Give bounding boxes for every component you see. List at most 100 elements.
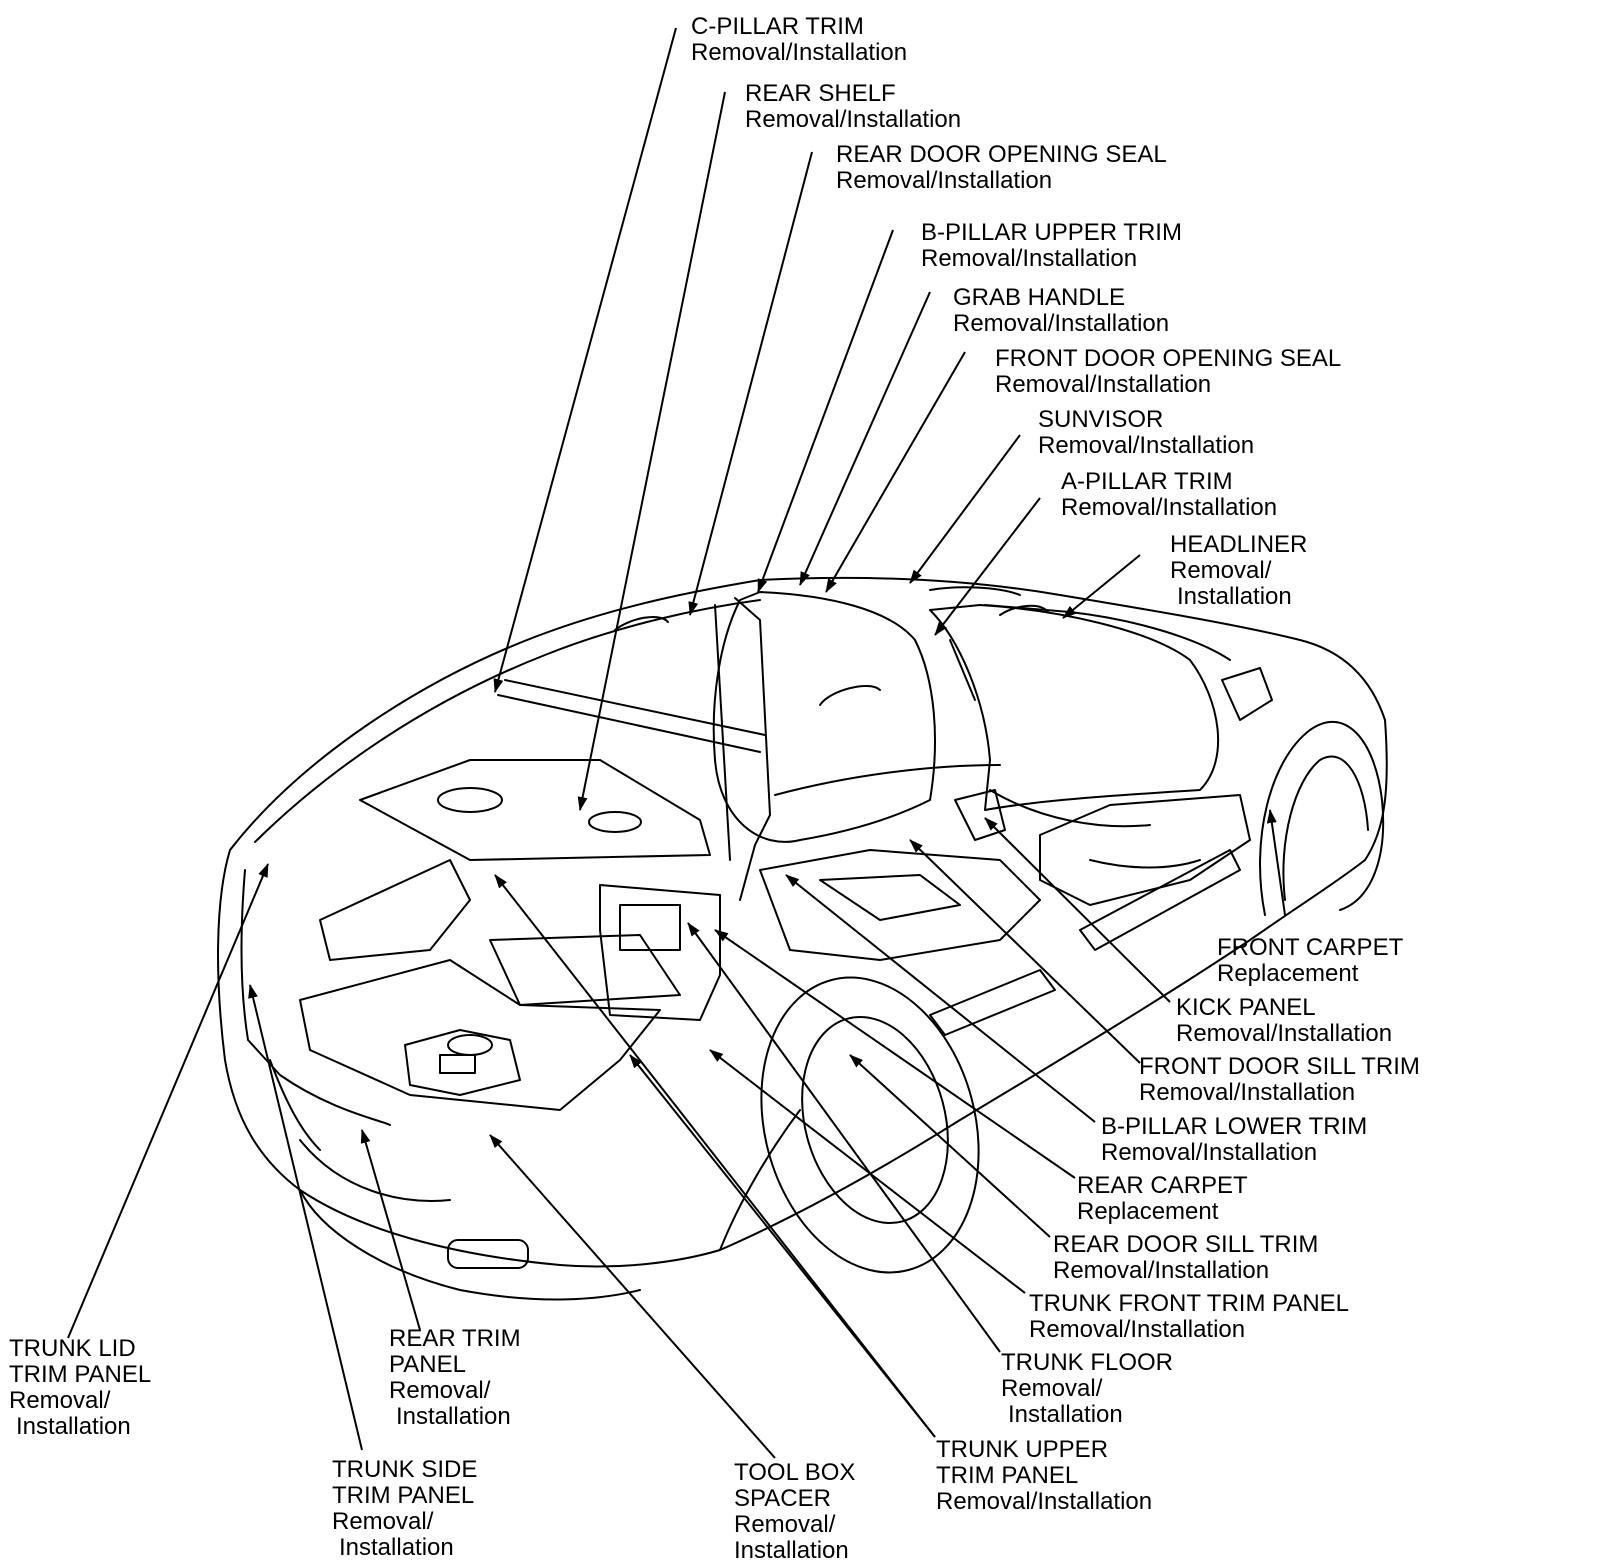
label-action: Removal/ (332, 1508, 434, 1535)
label-action: Removal/Installation (953, 310, 1170, 337)
label-action: Removal/Installation (836, 167, 1053, 194)
label-a-pillar-trim: A-PILLAR TRIM Removal/Installation (1061, 469, 1277, 521)
leader-kick-panel (984, 817, 1171, 1003)
label-tool-box-spacer: TOOL BOX SPACER Removal/ Installation (734, 1460, 855, 1564)
label-title: GRAB HANDLE (953, 284, 1126, 311)
label-front-carpet: FRONT CARPET Replacement (1217, 935, 1403, 987)
label-action: Removal/Installation (936, 1488, 1153, 1515)
leader-trunk-side (248, 984, 363, 1451)
label-title: REAR CARPET (1077, 1172, 1248, 1199)
label-title: KICK PANEL (1176, 994, 1316, 1021)
label-trunk-front-trim-panel: TRUNK FRONT TRIM PANEL Removal/Installat… (1029, 1291, 1349, 1343)
label-title: B-PILLAR LOWER TRIM (1101, 1113, 1368, 1140)
label-action: Replacement (1217, 960, 1359, 987)
label-b-pillar-upper-trim: B-PILLAR UPPER TRIM Removal/Installation (921, 220, 1182, 272)
label-action-cont: Installation (396, 1403, 511, 1430)
leader-rear-shelf (577, 91, 726, 811)
label-title: REAR DOOR OPENING SEAL (836, 141, 1167, 168)
label-action: Removal/ (1001, 1375, 1103, 1402)
leader-rear-carpet (714, 929, 1076, 1179)
label-action: Removal/Installation (1038, 432, 1255, 459)
leader-trunk-lid (67, 863, 269, 1339)
leader-b-pillar-upper (757, 229, 894, 593)
label-c-pillar-trim: C-PILLAR TRIM Removal/Installation (691, 14, 907, 66)
label-b-pillar-lower-trim: B-PILLAR LOWER TRIM Removal/Installation (1101, 1114, 1367, 1166)
leader-front-door-seal (825, 351, 966, 593)
leader-headliner (1062, 554, 1141, 619)
label-rear-trim-panel: REAR TRIM PANEL Removal/ Installation (389, 1326, 521, 1430)
label-title: TRUNK FRONT TRIM PANEL (1029, 1290, 1350, 1317)
label-trunk-lid-trim-panel: TRUNK LID TRIM PANEL Removal/ Installati… (9, 1336, 151, 1440)
label-title: A-PILLAR TRIM (1061, 468, 1233, 495)
label-action: Removal/Installation (745, 106, 962, 133)
label-action: Replacement (1077, 1198, 1219, 1225)
label-action-cont: Installation (1008, 1401, 1123, 1428)
leader-trunk-upper (494, 874, 936, 1438)
label-title: TRUNK UPPER (936, 1436, 1109, 1463)
label-title: C-PILLAR TRIM (691, 13, 864, 40)
label-title: HEADLINER (1170, 531, 1308, 558)
label-title: TRUNK LID (9, 1335, 136, 1362)
leader-front-carpet (1266, 809, 1286, 916)
leader-trunk-upper-2 (629, 1054, 936, 1438)
label-action-cont: Installation (1177, 583, 1292, 610)
leader-lines (67, 27, 1286, 1459)
label-action: Removal/Installation (1061, 494, 1278, 521)
label-title: TRUNK SIDE (332, 1456, 478, 1483)
label-action: Removal/ (9, 1387, 111, 1414)
label-title: REAR SHELF (745, 80, 896, 107)
label-action: Removal/Installation (1139, 1079, 1356, 1106)
leader-rear-door-seal (688, 151, 813, 616)
label-title: TRUNK FLOOR (1001, 1349, 1174, 1376)
label-title: SUNVISOR (1038, 406, 1164, 433)
label-rear-door-sill-trim: REAR DOOR SILL TRIM Removal/Installation (1053, 1232, 1318, 1284)
label-action-cont: Installation (734, 1537, 849, 1564)
label-title: FRONT CARPET (1217, 934, 1404, 961)
label-trunk-side-trim-panel: TRUNK SIDE TRIM PANEL Removal/ Installat… (332, 1457, 477, 1561)
label-trunk-floor: TRUNK FLOOR Removal/ Installation (1001, 1350, 1173, 1428)
leader-a-pillar (934, 497, 1041, 636)
label-title: FRONT DOOR OPENING SEAL (995, 345, 1342, 372)
label-action: Removal/Installation (1053, 1257, 1270, 1284)
label-title-cont: SPACER (734, 1485, 831, 1512)
label-title: TOOL BOX (734, 1459, 856, 1486)
label-headliner: HEADLINER Removal/ Installation (1170, 532, 1307, 610)
label-front-door-sill-trim: FRONT DOOR SILL TRIM Removal/Installatio… (1139, 1054, 1420, 1106)
label-title: FRONT DOOR SILL TRIM (1139, 1053, 1420, 1080)
label-action-cont: Installation (16, 1413, 131, 1440)
label-rear-door-opening-seal: REAR DOOR OPENING SEAL Removal/Installat… (836, 142, 1167, 194)
label-sunvisor: SUNVISOR Removal/Installation (1038, 407, 1254, 459)
label-front-door-opening-seal: FRONT DOOR OPENING SEAL Removal/Installa… (995, 346, 1341, 398)
label-action: Removal/ (1170, 557, 1272, 584)
label-action: Removal/ (734, 1511, 836, 1538)
label-trunk-upper-trim-panel: TRUNK UPPER TRIM PANEL Removal/Installat… (936, 1437, 1152, 1515)
label-rear-carpet: REAR CARPET Replacement (1077, 1173, 1248, 1225)
car-body (217, 576, 1388, 1301)
label-grab-handle: GRAB HANDLE Removal/Installation (953, 285, 1169, 337)
label-action: Removal/ (389, 1377, 491, 1404)
label-action: Removal/Installation (995, 371, 1212, 398)
label-action: Removal/Installation (1176, 1020, 1393, 1047)
label-action: Removal/Installation (1101, 1139, 1318, 1166)
label-title: B-PILLAR UPPER TRIM (921, 219, 1182, 246)
leader-front-sill (909, 839, 1141, 1064)
label-action: Removal/Installation (921, 245, 1138, 272)
label-action: Removal/Installation (1029, 1316, 1246, 1343)
label-rear-shelf: REAR SHELF Removal/Installation (745, 81, 961, 133)
label-title-cont: TRIM PANEL (9, 1361, 152, 1388)
label-title: REAR DOOR SILL TRIM (1053, 1231, 1319, 1258)
label-title: REAR TRIM (389, 1325, 521, 1352)
leader-c-pillar (493, 27, 677, 693)
leader-b-pillar-lower (785, 874, 1096, 1123)
leader-grab-handle (799, 291, 931, 586)
label-title-cont: TRIM PANEL (936, 1462, 1079, 1489)
label-action-cont: Installation (339, 1534, 454, 1561)
leader-tool-box (489, 1134, 776, 1459)
leader-rear-trim (360, 1129, 421, 1331)
leader-sunvisor (909, 434, 1021, 584)
label-title-cont: TRIM PANEL (332, 1482, 475, 1509)
leader-rear-sill (849, 1054, 1051, 1238)
leader-trunk-floor (687, 922, 1001, 1353)
